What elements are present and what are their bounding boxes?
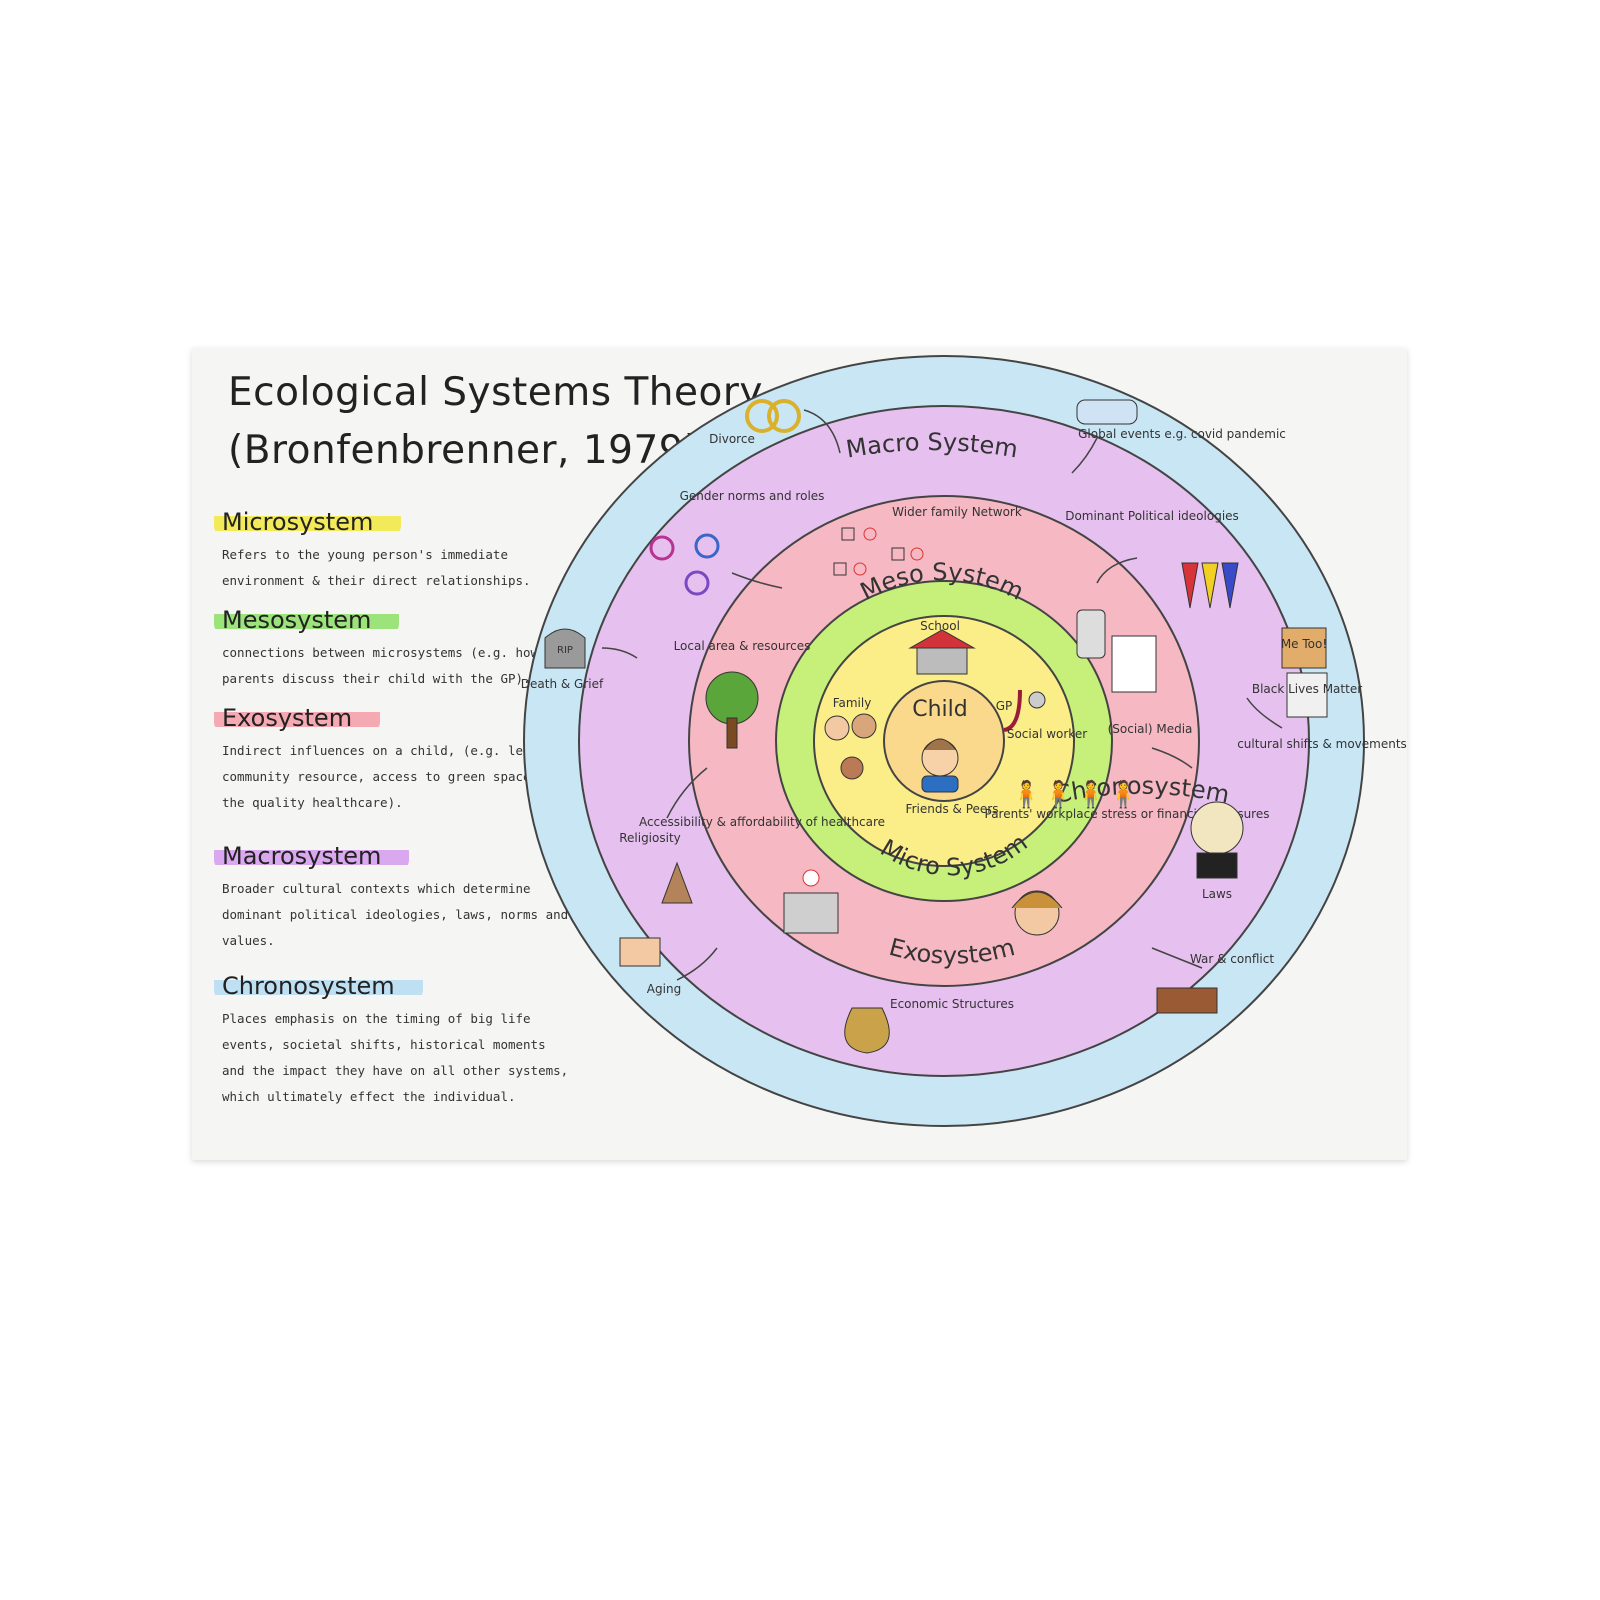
cultural-shifts-label: cultural shifts & movements: [1237, 737, 1407, 751]
gp-label: GP: [996, 699, 1013, 713]
wider-family-label: Wider family Network: [892, 505, 1022, 519]
global-events-label: Global events e.g. covid pandemic: [1078, 427, 1286, 441]
definition-heading: Exosystem: [214, 704, 381, 732]
praying-hands-icon: [661, 861, 693, 904]
family-tree-icon: [833, 527, 924, 576]
death-grief-label: Death & Grief: [521, 677, 604, 691]
political-label: Dominant Political ideologies: [1065, 509, 1239, 523]
definition-heading: Chronosystem: [214, 972, 423, 1000]
title-line-2: (Bronfenbrenner, 1979): [228, 428, 700, 473]
newspaper-icon: [1111, 635, 1157, 693]
definition-macrosystem: Macrosystem Broader cultural contexts wh…: [214, 842, 574, 954]
definition-text: Refers to the young person's immediate e…: [222, 547, 531, 588]
definition-text: Places emphasis on the timing of big lif…: [222, 1011, 569, 1104]
poster: Ecological Systems Theory (Bronfenbrenne…: [192, 348, 1407, 1160]
definition-text: Indirect influences on a child, (e.g. le…: [222, 743, 569, 810]
definition-mesosystem: Mesosystem connections between microsyst…: [214, 606, 574, 692]
tree-icon: [705, 671, 759, 749]
local-area-label: Local area & resources: [674, 639, 811, 653]
definition-text: Broader cultural contexts which determin…: [222, 881, 569, 948]
placard-1-text: Me Too!: [1281, 637, 1327, 651]
definition-exosystem: Exosystem Indirect influences on a child…: [214, 704, 574, 816]
aging-label: Aging: [647, 982, 681, 996]
gender-symbols-icon: [649, 533, 720, 596]
accessibility-label: Accessibility & affordability of healthc…: [639, 815, 885, 829]
gravestone-icon: RIP: [544, 628, 586, 669]
gender-label: Gender norms and roles: [680, 489, 825, 503]
placard-2-text: Black Lives Matter: [1252, 682, 1362, 696]
ties-icon: [1181, 562, 1239, 609]
laws-label: Laws: [1202, 887, 1232, 901]
definition-heading: Mesosystem: [214, 606, 400, 634]
protest-placard-icon: [1281, 627, 1328, 718]
social-media-label: (Social) Media: [1108, 722, 1193, 736]
school-icon: [908, 629, 976, 675]
hospital-icon: [783, 869, 839, 934]
ecological-systems-diagram: Chronosystem Macro System Exosystem Meso…: [521, 355, 1407, 1127]
family-label: Family: [833, 696, 872, 710]
definition-chronosystem: Chronosystem Places emphasis on the timi…: [214, 972, 574, 1110]
school-label: School: [920, 619, 960, 633]
judge-icon: [1190, 801, 1244, 879]
face-mask-icon: [1076, 399, 1138, 425]
child-face-icon: [921, 738, 959, 793]
divorce-label: Divorce: [709, 432, 755, 446]
connector-arrows: [601, 409, 1283, 981]
money-bag-icon: [844, 1007, 890, 1054]
stressed-parent-icon: [1011, 890, 1063, 936]
social-worker-label: Social worker: [1007, 727, 1087, 741]
definition-text: connections between microsystems (e.g. h…: [222, 645, 539, 686]
cake-icon: [619, 937, 661, 967]
family-icon: [824, 713, 877, 780]
friends-label: Friends & Peers: [906, 802, 999, 816]
definition-microsystem: Microsystem Refers to the young person's…: [214, 508, 574, 594]
definition-heading: Microsystem: [214, 508, 402, 536]
child-label: Child: [912, 697, 968, 722]
wedding-rings-icon: [745, 399, 801, 433]
svg-text:RIP: RIP: [557, 645, 573, 656]
definition-heading: Macrosystem: [214, 842, 410, 870]
religiosity-label: Religiosity: [619, 831, 681, 845]
phone-icon: [1076, 609, 1106, 659]
friends-icon: 🧍🧍🧍🧍: [1010, 779, 1140, 810]
title-line-1: Ecological Systems Theory: [228, 370, 763, 415]
war-conflict-label: War & conflict: [1190, 952, 1274, 966]
stethoscope-icon: [1003, 689, 1046, 732]
war-buildings-icon: [1156, 987, 1218, 1014]
economic-label: Economic Structures: [890, 997, 1014, 1011]
svg-text:🧍🧍🧍🧍: 🧍🧍🧍🧍: [1010, 779, 1140, 810]
